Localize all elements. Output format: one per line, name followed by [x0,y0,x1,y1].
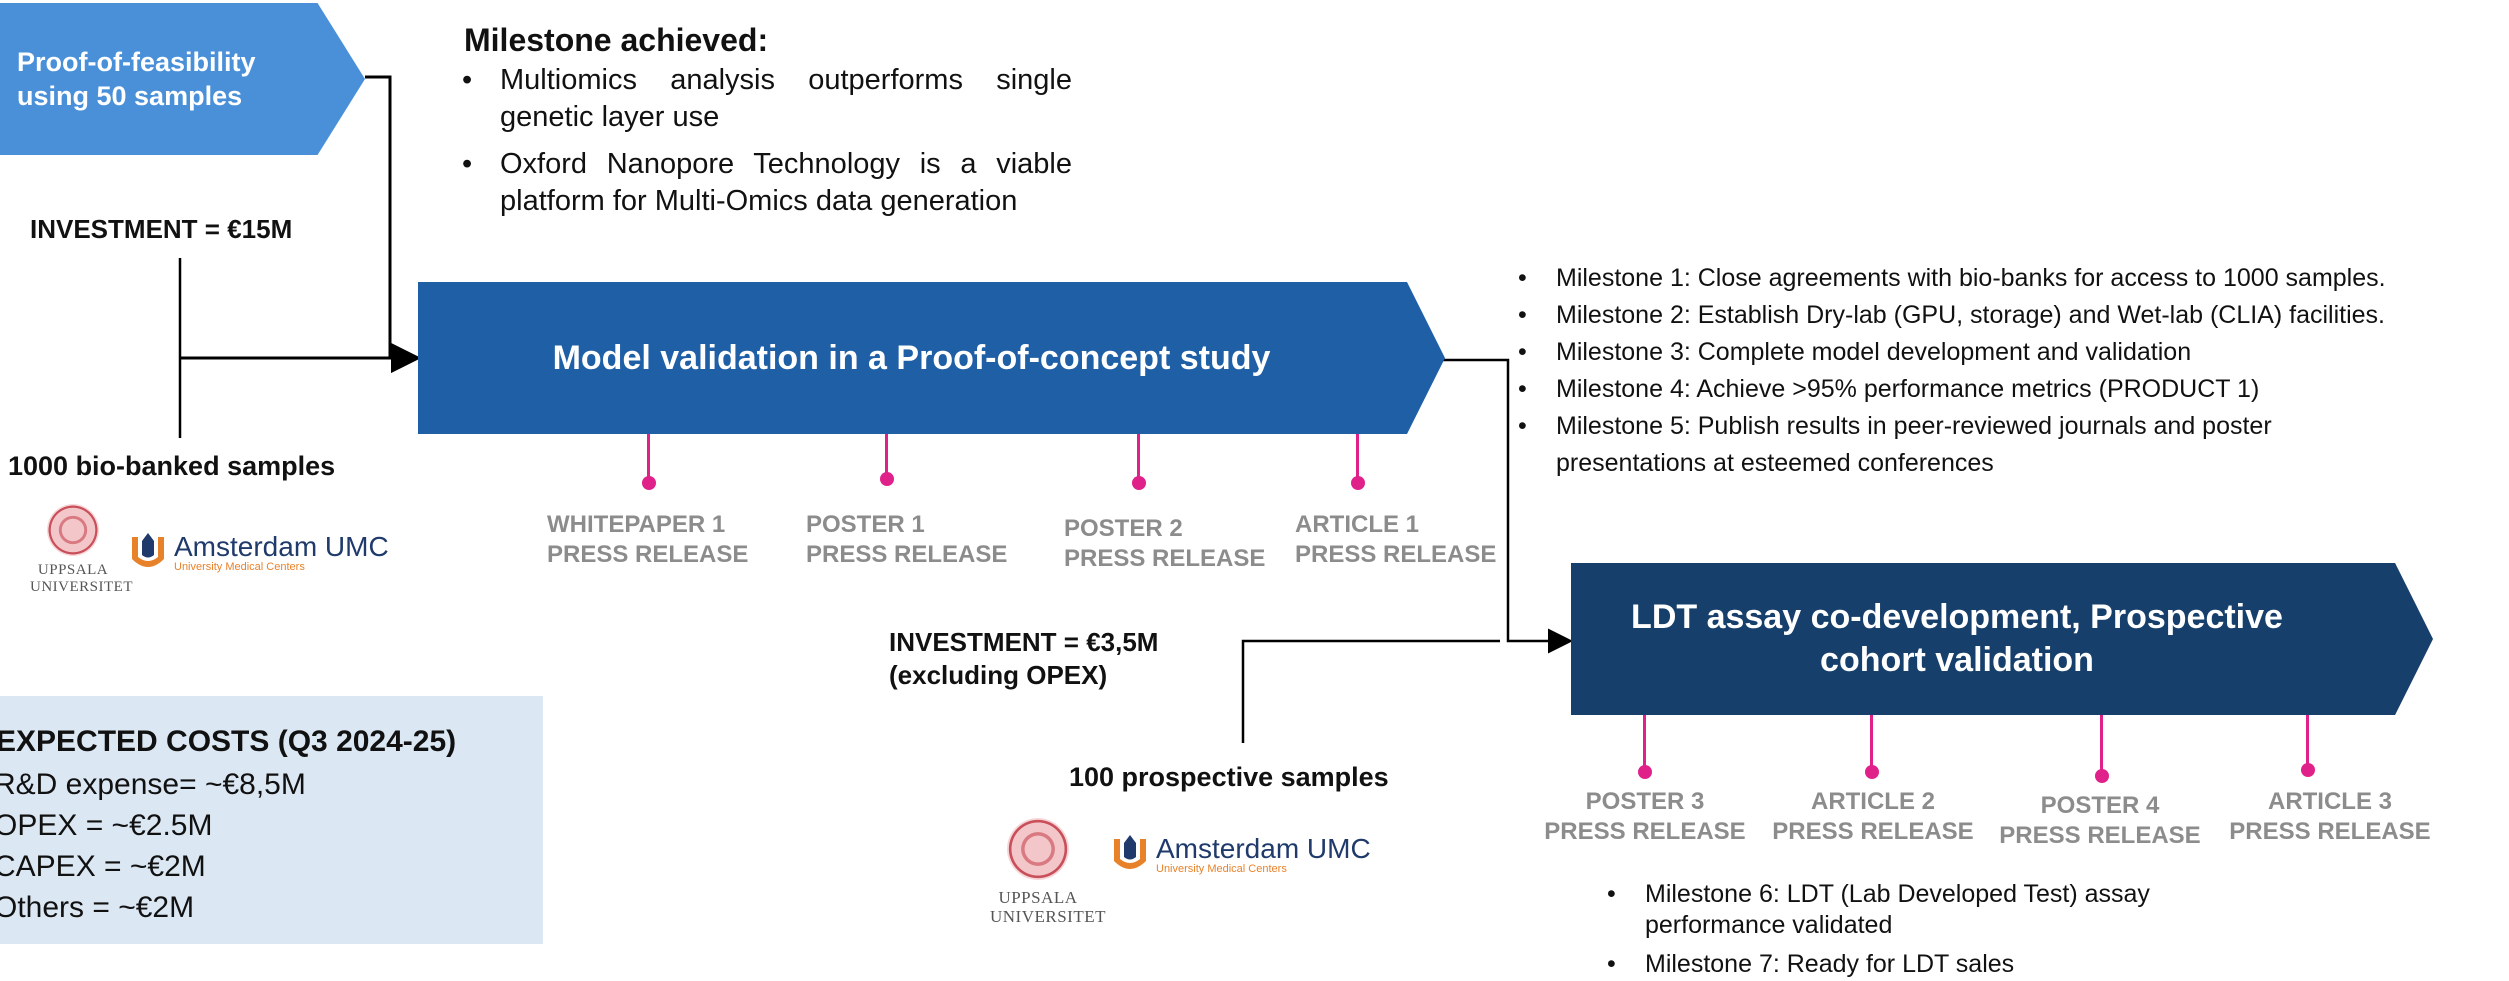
output-pin [1137,434,1140,480]
milestone-item: Milestone 5: Publish results in peer-rev… [1518,408,2386,482]
amc-flame-icon [1112,835,1148,875]
cost-item: R&D expense= ~€8,5M [0,768,306,801]
milestone-achieved-heading: Milestone achieved: [464,22,769,58]
output-pin [2306,715,2309,767]
output-pin [1643,715,1646,769]
phase-connector [1443,358,1573,654]
output-pin [1356,434,1359,480]
feasibility-connector [365,75,421,373]
cost-item: OPEX = ~€2.5M [0,809,213,842]
main-phase-arrow: Model validation in a Proof-of-concept s… [418,282,1445,434]
uppsala-logo: UPPSALA UNIVERSITET [30,504,133,596]
output-label: ARTICLE 3 PRESS RELEASE [2229,788,2431,845]
main-phase-label: Model validation in a Proof-of-concept s… [552,338,1271,377]
uppsala-seal-icon [1007,818,1069,880]
output-label: ARTICLE 1 PRESS RELEASE [1295,511,1497,568]
milestone-achieved-list: Multiomics analysis outperforms single g… [462,62,1072,220]
output-pin-dot [880,472,894,486]
output-pin [2100,715,2103,773]
milestone-item: Milestone 6: LDT (Lab Developed Test) as… [1607,879,2247,941]
output-pin-dot [1865,765,1879,779]
output-pin-dot [1351,476,1365,490]
output-label: ARTICLE 2 PRESS RELEASE [1772,788,1974,845]
uppsala-logo: UPPSALA UNIVERSITET [990,818,1105,926]
second-phase-arrow: LDT assay co-development, Prospective co… [1571,563,2433,715]
milestone-item: Milestone 4: Achieve >95% performance me… [1518,371,2503,408]
milestone-item: Milestone 1: Close agreements with bio-b… [1518,260,2503,297]
amsterdam-umc-logo: Amsterdam UMC University Medical Centers [1112,835,1371,875]
output-pin-dot [1132,476,1146,490]
milestone-item: Milestone 2: Establish Dry-lab (GPU, sto… [1518,297,2503,334]
output-label: POSTER 1 PRESS RELEASE [806,511,1008,568]
feasibility-label: Proof-of-feasibility using 50 samples [17,47,256,111]
expected-costs-box: EXPECTED COSTS (Q3 2024-25) R&D expense=… [0,696,543,944]
output-pin [647,434,650,480]
second-phase-label-line1: LDT assay co-development, Prospective [1631,598,2283,636]
feasibility-box: Proof-of-feasibility using 50 samples [0,3,365,155]
output-pin [885,434,888,476]
amc-flame-icon [130,533,166,573]
amsterdam-umc-logo: Amsterdam UMC University Medical Centers [130,533,389,573]
main-milestone-list: Milestone 1: Close agreements with bio-b… [1518,260,2503,482]
samples-label: 1000 bio-banked samples [8,451,336,481]
output-pin-dot [2095,769,2109,783]
investment-label: INVESTMENT = €15M [30,214,293,244]
milestone-achieved-item: Oxford Nanopore Technology is a viable p… [462,146,1072,220]
milestone-item: Milestone 3: Complete model development … [1518,334,2503,371]
milestone-achieved-item: Multiomics analysis outperforms single g… [462,62,1072,136]
cost-item: CAPEX = ~€2M [0,850,206,883]
second-milestone-list: Milestone 6: LDT (Lab Developed Test) as… [1607,879,2247,980]
cost-item: Others = ~€2M [0,891,195,924]
output-label: POSTER 2 PRESS RELEASE [1064,515,1266,572]
second-phase-label-line2: cohort validation [1820,641,2094,679]
expected-costs-heading: EXPECTED COSTS (Q3 2024-25) [0,725,457,758]
output-pin-dot [642,476,656,490]
output-pin [1870,715,1873,769]
investment2-connector [1241,639,1500,743]
costs-list: R&D expense= ~€8,5M OPEX = ~€2.5M CAPEX … [0,764,306,928]
output-pin-dot [1638,765,1652,779]
output-label: WHITEPAPER 1 PRESS RELEASE [547,511,749,568]
output-label: POSTER 4 PRESS RELEASE [1999,792,2201,849]
samples2-label: 100 prospective samples [1069,762,1389,792]
output-pin-dot [2301,763,2315,777]
milestone-item: Milestone 7: Ready for LDT sales [1607,949,2247,980]
investment2-label: INVESTMENT = €3,5M (excluding OPEX) [889,627,1159,690]
output-label: POSTER 3 PRESS RELEASE [1544,788,1746,845]
uppsala-seal-icon [47,504,99,556]
